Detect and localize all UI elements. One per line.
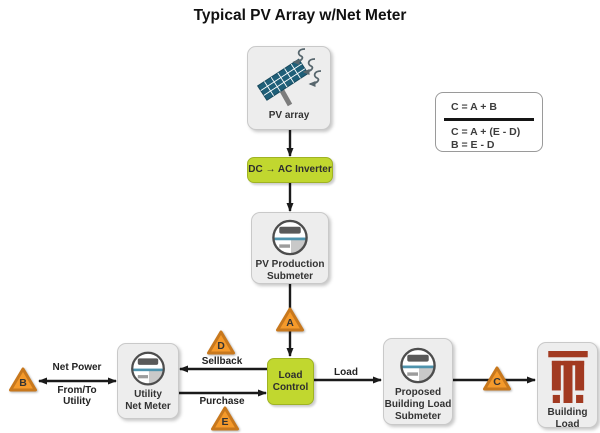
purchase-label: Purchase xyxy=(199,396,245,407)
legend-formula-1: C = A + B xyxy=(451,101,497,113)
legend-divider xyxy=(444,118,534,122)
formula-legend: C = A + B C = A + (E - D) B = E - D xyxy=(435,92,543,152)
load-label: Load xyxy=(334,367,358,378)
legend-formula-3: B = E - D xyxy=(451,139,495,152)
meter-icon xyxy=(131,351,165,386)
building-submeter-label-line3: Submeter xyxy=(394,410,442,422)
pv-array-label: PV array xyxy=(268,110,310,121)
from-to-label: From/To xyxy=(57,385,97,396)
triangle-icon xyxy=(9,367,37,392)
meter-icon xyxy=(400,347,436,384)
node-building-load-submeter: Proposed Building Load Submeter xyxy=(383,338,453,425)
pv-submeter-label-line2: Submeter xyxy=(266,270,314,282)
sellback-label: Sellback xyxy=(201,356,243,367)
pv-submeter-label-line1: PV Production xyxy=(255,259,325,270)
marker-D-letter: D xyxy=(217,339,225,352)
marker-D: D xyxy=(206,329,236,356)
building-load-label-line1: Building xyxy=(547,407,588,418)
triangle-icon xyxy=(483,366,511,391)
inverter-label: DC → AC Inverter xyxy=(248,164,332,176)
node-utility-net-meter: Utility Net Meter xyxy=(117,343,179,419)
node-pv-production-submeter: PV Production Submeter xyxy=(251,212,329,284)
marker-A: A xyxy=(275,306,305,333)
triangle-icon xyxy=(276,307,304,332)
net-power-label: Net Power xyxy=(52,362,102,373)
node-inverter: DC → AC Inverter xyxy=(247,157,333,183)
triangle-icon xyxy=(211,406,239,431)
node-pv-array: PV array xyxy=(247,46,331,130)
utility-meter-label-line2: Net Meter xyxy=(125,400,171,412)
marker-C-letter: C xyxy=(493,375,501,388)
utility-label: Utility xyxy=(63,396,91,407)
building-load-label-line2: Load xyxy=(555,418,580,430)
utility-meter-label-line1: Utility xyxy=(134,389,162,400)
triangle-icon xyxy=(207,330,235,355)
node-load-control: Load Control xyxy=(267,358,314,405)
solar-panel-icon xyxy=(256,48,322,107)
legend-formula-2: C = A + (E - D) xyxy=(451,126,521,139)
node-building-load: Building Load xyxy=(537,342,598,430)
building-submeter-label-line1: Proposed xyxy=(394,387,442,398)
marker-B-letter: B xyxy=(19,376,27,389)
diagram-title: Typical PV Array w/Net Meter xyxy=(193,7,407,24)
marker-E: E xyxy=(210,405,240,432)
marker-A-letter: A xyxy=(286,316,294,329)
marker-B: B xyxy=(8,366,38,393)
marker-C: C xyxy=(482,365,512,392)
load-control-label-line2: Control xyxy=(272,381,309,393)
building-icon xyxy=(547,351,588,403)
meter-icon xyxy=(272,219,308,256)
building-submeter-label-line2: Building Load xyxy=(384,398,452,410)
load-control-label-line1: Load xyxy=(278,369,303,381)
marker-E-letter: E xyxy=(221,415,229,428)
